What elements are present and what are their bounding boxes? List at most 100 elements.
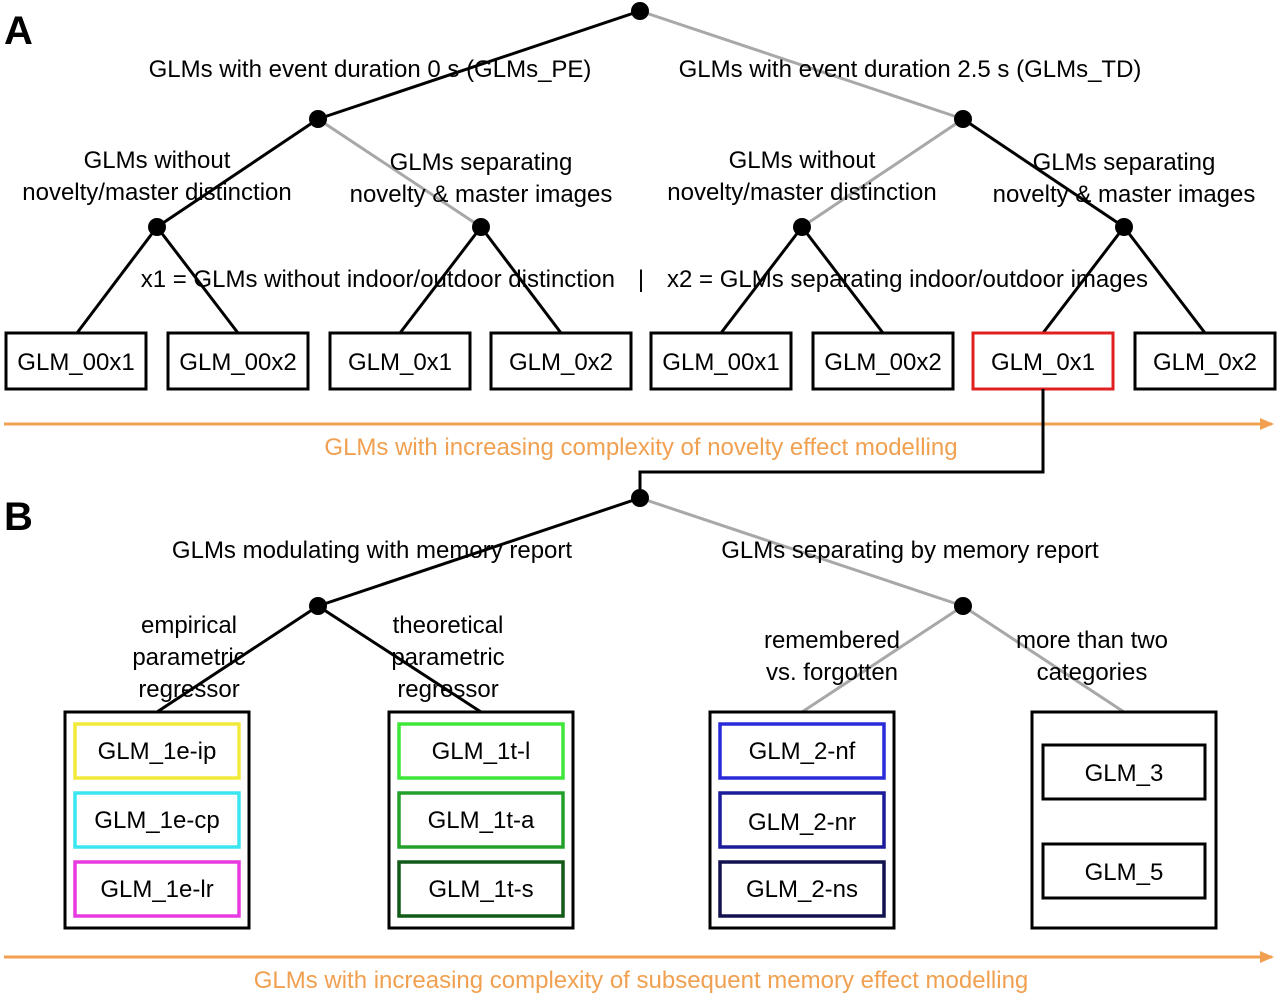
box-label: GLM_1t-s [428,876,533,903]
tree-a-boxes: GLM_00x1 GLM_00x2 GLM_0x1 GLM_0x2 GLM_00… [4,331,1277,391]
label-glms-td: GLMs with event duration 2.5 s (GLMs_TD) [679,56,1142,83]
box-label: GLM_1e-lr [100,876,213,903]
box-glm-5 [1041,842,1207,900]
label-remembered-2: vs. forgotten [766,659,898,686]
tree-b-edges [156,496,1125,714]
box-glm-00x2-pe [166,331,310,391]
label-theoretical-3: regressor [397,676,498,703]
label-separating-novelty-1b: novelty & master images [350,181,613,208]
box-label: GLM_5 [1085,859,1164,886]
tree-a-nodes [148,2,1133,236]
label-separating-memory: GLMs separating by memory report [721,537,1099,564]
label-more-categories-1: more than two [1016,627,1168,654]
box-label: GLM_3 [1085,760,1164,787]
label-more-categories-2: categories [1037,659,1148,686]
arrow-memory-label: GLMs with increasing complexity of subse… [254,967,1029,994]
box-label: GLM_00x1 [17,349,134,376]
tree-b-nodes [309,489,972,615]
box-label: GLM_0x1 [991,349,1095,376]
box-label: GLM_1e-cp [94,807,219,834]
edge [801,604,964,714]
edge-root-right [639,9,964,121]
edge [398,226,483,334]
edge [317,117,482,229]
panel-a-letter: A [4,9,33,53]
box-glm-1e-lr [73,860,241,918]
label-remembered-1: remembered [764,627,900,654]
label-without-novelty-2a: GLMs without [729,147,876,174]
arrow-novelty-label: GLMs with increasing complexity of novel… [324,434,957,461]
edge [1041,226,1126,334]
edge [479,226,563,334]
label-without-novelty-2b: novelty/master distinction [667,179,936,206]
box-label: GLM_2-ns [746,876,858,903]
tree-a-labels: GLMs with event duration 0 s (GLMs_PE) G… [22,56,1256,293]
edge [1122,226,1207,334]
legend-x2: x2 = GLMs separating indoor/outdoor imag… [667,266,1148,293]
label-modulating-memory: GLMs modulating with memory report [172,537,572,564]
tree-b-labels: GLMs modulating with memory report GLMs … [132,537,1168,703]
tree-a-edges [75,9,1207,334]
box-glm-2-ns [718,860,886,918]
box-label: GLM_0x2 [509,349,613,376]
node [472,218,490,236]
edge-root-left [317,9,641,121]
edge [801,117,964,229]
label-empirical-2: parametric [132,644,245,671]
box-glm-00x1-td [649,331,793,391]
edge [317,604,482,714]
box-glm-1t-s [397,860,565,918]
node [148,218,166,236]
box-glm-0x1-pe [328,331,472,391]
legend-separator: | [638,266,644,293]
connector-selected-to-b [638,389,1045,498]
label-separating-novelty-2a: GLMs separating [1033,149,1216,176]
node [309,597,327,615]
edge [156,117,319,229]
box-label: GLM_00x1 [662,349,779,376]
label-separating-novelty-2b: novelty & master images [993,181,1256,208]
node [793,218,811,236]
box-glm-1e-ip [73,722,241,780]
box-glm-0x2-td [1133,331,1277,391]
box-glm-2-nr [718,791,886,849]
label-theoretical-1: theoretical [393,612,504,639]
edge [75,226,159,334]
edge [156,604,319,714]
box-label: GLM_2-nf [749,738,856,765]
box-glm-1t-l [397,722,565,780]
edge [962,604,1125,714]
box-label: GLM_1t-a [428,807,535,834]
box-glm-00x2-td [811,331,955,391]
label-empirical-1: empirical [141,612,237,639]
label-empirical-3: regressor [138,676,239,703]
node-root-a [631,2,649,20]
edge [317,496,641,608]
legend-x1: x1 = GLMs without indoor/outdoor distinc… [141,266,615,293]
box-label: GLM_1e-ip [98,738,217,765]
label-without-novelty-1a: GLMs without [84,147,231,174]
box-glm-3 [1041,743,1207,801]
box-label: GLM_1t-l [432,738,531,765]
box-label: GLM_0x2 [1153,349,1257,376]
node [1115,218,1133,236]
box-label: GLM_00x2 [179,349,296,376]
box-glm-0x2-pe [489,331,633,391]
node [309,110,327,128]
label-separating-novelty-1a: GLMs separating [390,149,573,176]
box-glm-0x1-td-selected [971,331,1115,391]
box-glm-00x1-pe [4,331,148,391]
box-label: GLM_00x2 [824,349,941,376]
panel-b-letter: B [4,495,33,539]
edge [719,226,804,334]
label-theoretical-2: parametric [391,644,504,671]
edge [639,496,964,608]
box-label: GLM_2-nr [748,809,856,836]
edge [962,117,1125,229]
node-root-b [631,489,649,507]
box-glm-2-nf [718,722,886,780]
node [954,110,972,128]
box-label: GLM_0x1 [348,349,452,376]
node [954,597,972,615]
